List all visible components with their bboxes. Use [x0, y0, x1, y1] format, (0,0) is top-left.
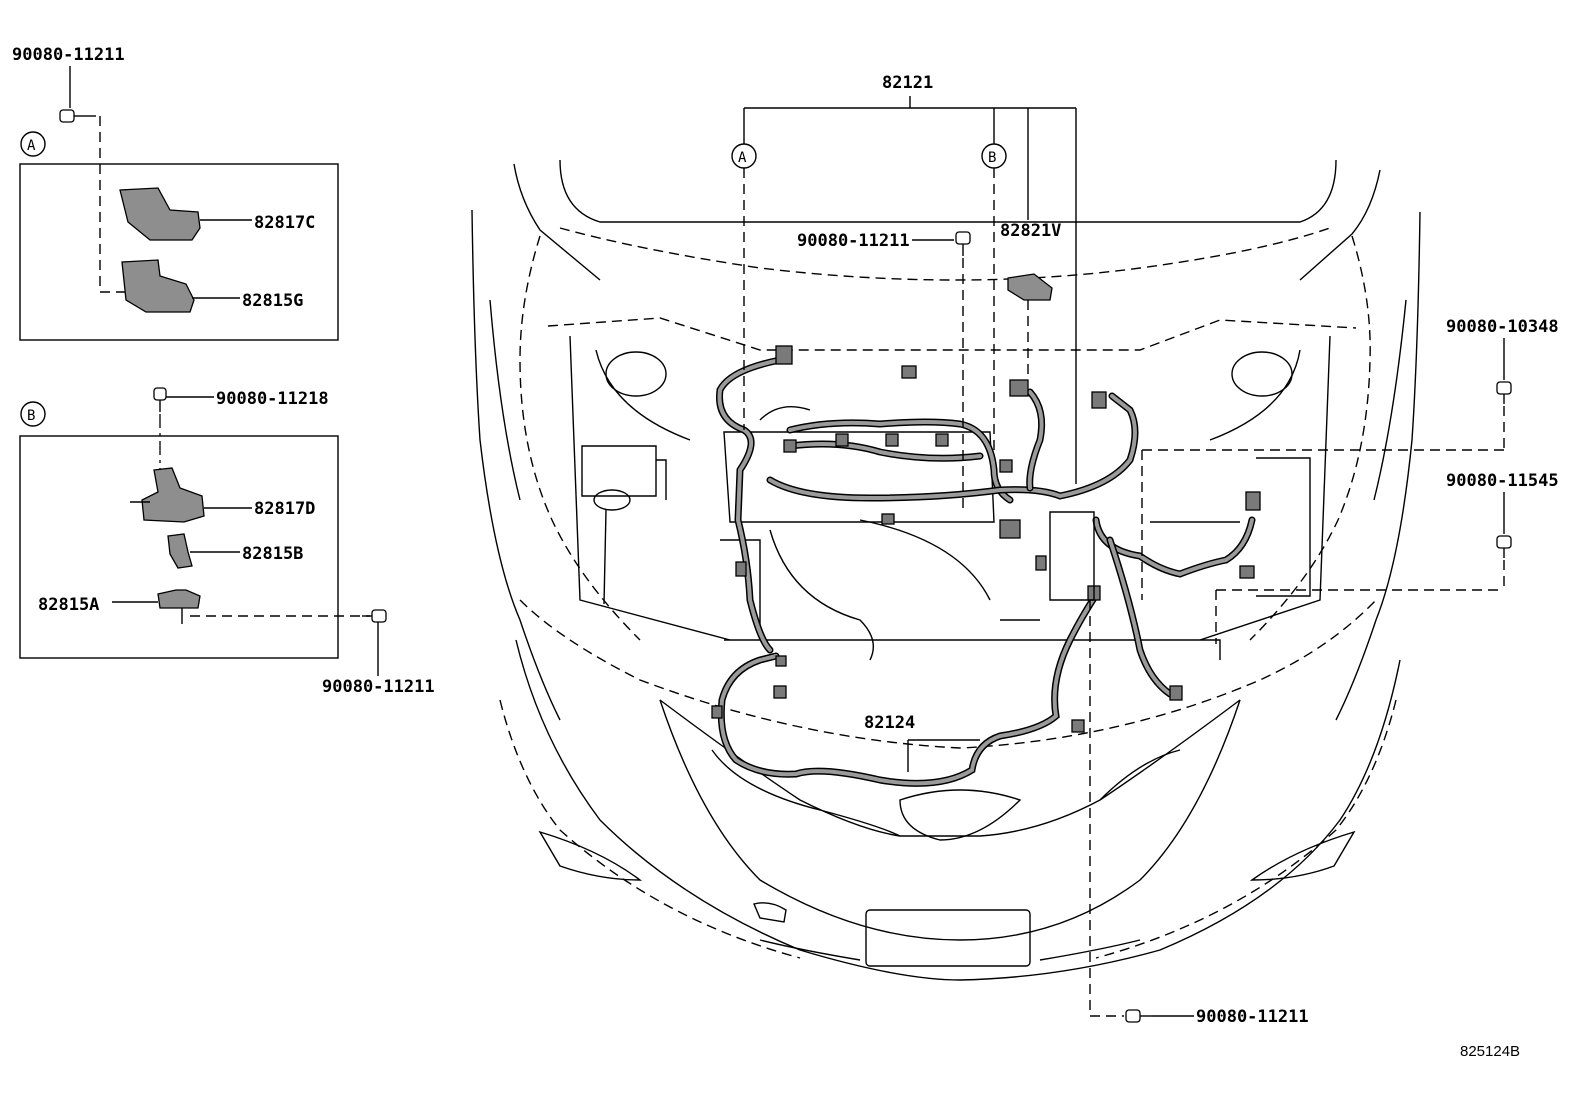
bolt-icon [1496, 535, 1512, 558]
bolt-icon [362, 609, 387, 623]
svg-text:B: B [988, 150, 996, 166]
label-right-bolt-2: 90080-11545 [1446, 471, 1559, 491]
label-bottom-bolt: 90080-11211 [1196, 1007, 1309, 1027]
detail-panel-b [19, 435, 339, 659]
svg-text:A: A [27, 138, 36, 154]
label-82815b: 82815B [242, 544, 303, 564]
label-82821v: 82821V [1000, 221, 1061, 241]
label-82817c: 82817C [254, 213, 315, 233]
label-82815g: 82815G [242, 291, 303, 311]
part-82817d-icon [130, 467, 252, 523]
callout-a: A [20, 131, 46, 157]
svg-text:A: A [738, 150, 747, 166]
callout-b-marker: B [981, 143, 1007, 169]
figure-code: 825124B [1460, 1043, 1520, 1060]
bolt-icon [1496, 381, 1512, 404]
callout-b: B [20, 401, 46, 427]
part-82815a-icon [112, 589, 201, 624]
bolt-icon [59, 109, 86, 123]
bolt-icon [1125, 1009, 1152, 1023]
label-b-bolt-top: 90080-11218 [216, 389, 329, 409]
bolt-icon [153, 387, 167, 412]
label-b-bolt-bottom: 90080-11211 [322, 677, 435, 697]
part-82821v-icon [1007, 273, 1053, 301]
label-right-bolt-1: 90080-10348 [1446, 317, 1559, 337]
callout-a-marker: A [731, 143, 757, 169]
engine-wire-harness [711, 345, 1311, 787]
label-82121: 82121 [882, 73, 933, 93]
svg-text:B: B [27, 408, 35, 424]
label-top-left-bolt: 90080-11211 [12, 45, 125, 65]
detail-panel-a [19, 163, 339, 341]
part-82815b-icon [167, 533, 240, 569]
label-82815a: 82815A [38, 595, 99, 615]
part-82815g-icon [121, 259, 240, 313]
label-82817d: 82817D [254, 499, 315, 519]
vehicle-outline [471, 159, 1421, 981]
label-82124: 82124 [864, 713, 915, 733]
label-center-bolt: 90080-11211 [797, 231, 910, 251]
part-82817c-icon [119, 187, 252, 241]
bolt-icon [955, 231, 971, 256]
